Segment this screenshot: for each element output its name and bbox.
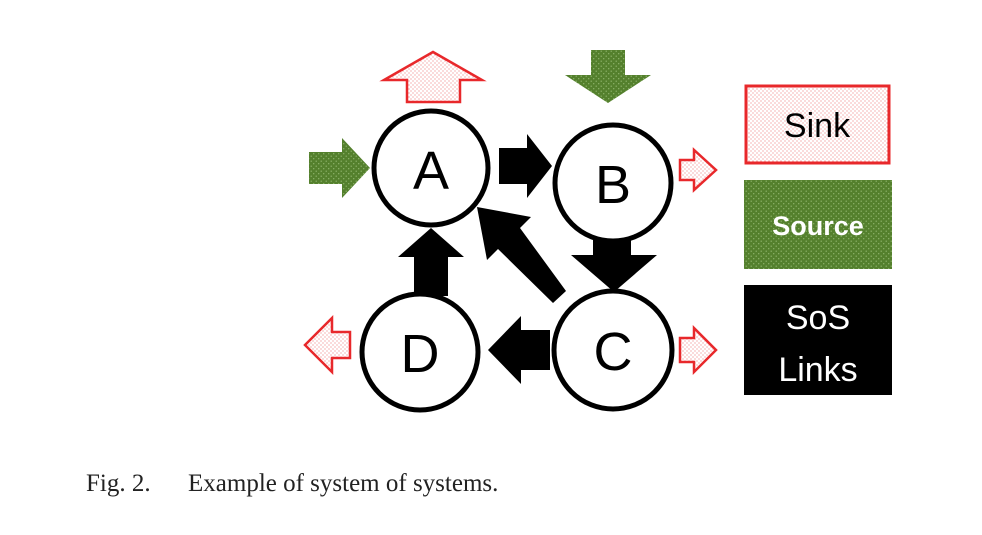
sink-arrow-b	[678, 147, 718, 193]
legend: Sink Source SoS Links	[744, 84, 892, 395]
link-arrow-d-a	[398, 228, 464, 296]
caption-text: Example of system of systems.	[188, 470, 499, 497]
legend-sink-label: Sink	[784, 107, 851, 145]
legend-sos-label-line2: Links	[778, 351, 857, 389]
node-c-label: C	[594, 322, 633, 382]
node-b: B	[552, 122, 674, 244]
legend-sos-label-line1: SoS	[786, 299, 850, 337]
source-arrow-a	[309, 138, 370, 198]
sink-arrow-d	[303, 314, 352, 376]
legend-source: Source	[744, 180, 892, 269]
node-a: A	[371, 108, 491, 228]
node-d: D	[359, 291, 481, 413]
node-c: C	[551, 288, 675, 412]
sink-arrow-a	[379, 50, 487, 104]
link-arrow-c-d	[488, 316, 550, 384]
caption-number: Fig. 2.	[86, 470, 151, 497]
source-arrow-b	[565, 50, 651, 103]
link-arrow-b-c	[571, 234, 657, 292]
legend-sos-links: SoS Links	[744, 285, 892, 395]
legend-sink: Sink	[744, 84, 891, 165]
link-arrow-a-b	[499, 134, 552, 198]
node-a-label: A	[413, 141, 449, 201]
figure-caption: Fig. 2. Example of system of systems.	[86, 470, 498, 498]
link-arrow-c-a	[477, 207, 566, 303]
legend-source-label: Source	[772, 211, 864, 241]
node-d-label: D	[401, 324, 440, 384]
node-b-label: B	[595, 155, 631, 215]
sink-arrow-c	[678, 324, 718, 376]
